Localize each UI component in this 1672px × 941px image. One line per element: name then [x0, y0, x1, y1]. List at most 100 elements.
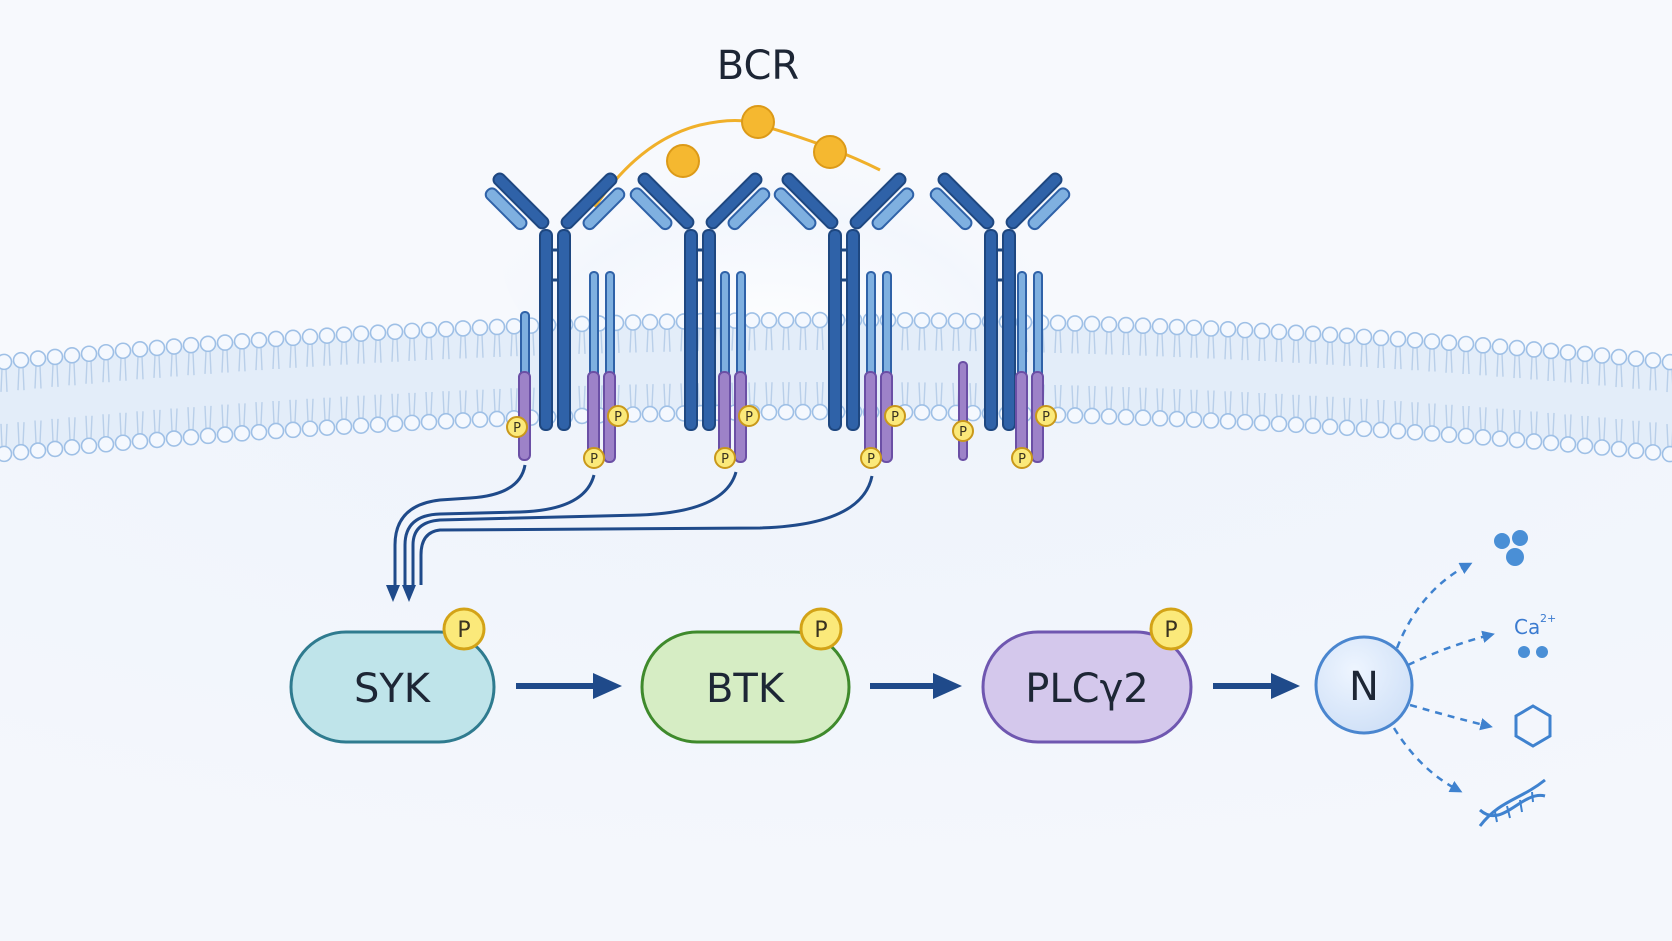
lipid-head — [1321, 418, 1339, 436]
lipid-head — [114, 434, 132, 452]
antigen-bead — [666, 144, 700, 178]
svg-text:P: P — [891, 410, 899, 425]
btk-label: BTK — [706, 666, 786, 712]
phospho-badge: P — [1035, 405, 1057, 427]
lipid-head — [1389, 330, 1407, 348]
lipid-head — [1525, 341, 1543, 358]
itam-single-chain — [518, 311, 531, 461]
lipid-head — [1100, 316, 1118, 333]
lipid-head — [131, 341, 149, 358]
signal-path — [393, 464, 527, 585]
heavy-chain-stem — [1002, 229, 1016, 431]
phospho-badge: P — [884, 405, 906, 427]
syk-to-btk-arrow — [516, 673, 622, 699]
heavy-chain-arm — [492, 172, 550, 230]
lipid-head — [352, 325, 370, 342]
syk-label: SYK — [354, 666, 432, 712]
lipid-head — [1355, 420, 1373, 438]
plcg2-phospho-badge: P — [1149, 607, 1193, 651]
lipid-head — [216, 426, 234, 443]
itam-single-chain — [958, 361, 968, 461]
lipid-head — [97, 343, 115, 361]
lipid-head — [148, 339, 166, 357]
lipid-head — [1457, 335, 1475, 353]
lipid-head — [1066, 315, 1084, 332]
lipid-head — [199, 427, 217, 445]
phospho-badge: P — [860, 447, 882, 469]
lipid-head — [1525, 433, 1543, 450]
lipid-head — [913, 312, 931, 329]
lipid-head — [1185, 411, 1203, 429]
lipid-head — [1134, 317, 1152, 335]
light-chain-arm — [629, 187, 673, 231]
lipid-head — [63, 439, 81, 456]
lipid-head — [794, 403, 812, 421]
lipid-head — [165, 338, 183, 355]
lipid-head — [1576, 345, 1594, 363]
lipid-head — [1542, 434, 1560, 452]
lipid-head — [641, 313, 659, 331]
lipid-head — [1253, 414, 1271, 432]
lipid-head — [1083, 315, 1101, 333]
plcg2-to-nucleus-arrow — [1213, 673, 1300, 699]
lipid-head — [267, 330, 285, 348]
lipid-head — [1219, 320, 1237, 338]
lipid-head — [913, 404, 931, 421]
signal-path — [403, 474, 596, 585]
lipid-head — [1083, 407, 1101, 425]
heavy-chain-arm — [781, 172, 839, 230]
phospho-badge: P — [607, 405, 629, 427]
light-chain-arm — [484, 187, 528, 231]
dots-icon — [1494, 530, 1528, 566]
syk-phospho-badge: P — [442, 607, 486, 651]
nucleus-node: N — [1314, 635, 1414, 735]
lipid-head — [420, 413, 438, 431]
lipid-head — [97, 435, 115, 453]
lipid-head — [658, 313, 676, 331]
lipid-head — [1151, 410, 1169, 427]
phospho-badge: P — [506, 416, 528, 438]
lipid-head — [1406, 331, 1424, 349]
lipid-head — [1049, 314, 1067, 332]
ig-alpha-beta-coreceptor — [587, 271, 616, 463]
arrowhead — [402, 585, 416, 602]
antigen-bead — [813, 135, 847, 169]
light-chain-arm — [929, 187, 973, 231]
lipid-head — [165, 430, 183, 447]
lipid-head — [199, 335, 217, 353]
lipid-head — [1168, 318, 1186, 336]
lipid-head — [743, 312, 761, 329]
heavy-chain-stem — [828, 229, 842, 431]
lipid-head — [1219, 412, 1237, 430]
light-chain-arm — [871, 187, 915, 231]
lipid-head — [1304, 325, 1322, 343]
lipid-head — [1287, 416, 1305, 434]
lipid-head — [1661, 445, 1672, 463]
hexagon-icon — [1514, 704, 1552, 748]
lipid-head — [1423, 333, 1441, 350]
lipid-head — [896, 311, 914, 329]
lipid-head — [1100, 408, 1118, 425]
lipid-head — [1355, 328, 1373, 346]
lipid-head — [216, 334, 234, 351]
lipid-head — [760, 311, 778, 329]
lipid-head — [233, 333, 251, 350]
lipid-head — [1644, 444, 1662, 461]
svg-text:P: P — [457, 618, 470, 643]
lipid-head — [148, 431, 166, 449]
itam-tail — [958, 361, 968, 461]
lipid-head — [1406, 423, 1424, 441]
calcium-icon: Ca 2+ — [1514, 612, 1556, 658]
lipid-head — [301, 328, 319, 346]
lipid-head — [437, 320, 455, 338]
svg-text:P: P — [614, 410, 622, 425]
lipid-head — [1491, 430, 1509, 447]
bcr-antibody — [773, 172, 915, 431]
phospho-badge: P — [738, 405, 760, 427]
lipid-head — [80, 345, 98, 363]
lipid-head — [454, 412, 472, 429]
lipid-head — [335, 418, 353, 435]
lipid-head — [1117, 408, 1135, 426]
